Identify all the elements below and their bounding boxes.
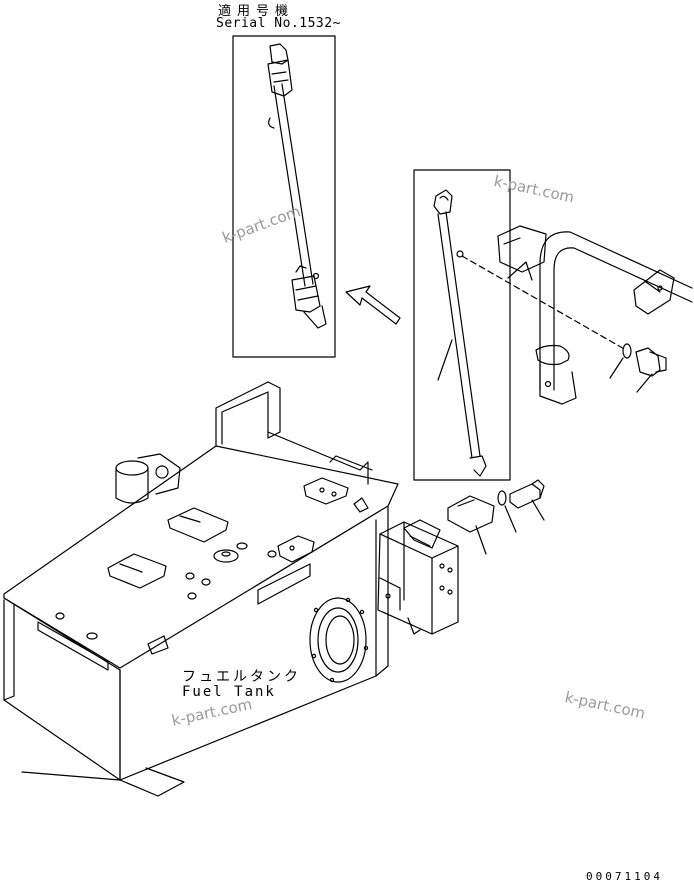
pointer-arrow [345,285,401,325]
alignment-line [461,255,627,351]
figure-number: 00071104 [586,870,663,883]
serial-number-label: Serial No.1532~ [216,16,341,31]
fuel-tank [3,381,399,797]
handrail [497,225,693,405]
bolt-upper [635,347,667,393]
applicable-serial-label-ja: 適用号機 [218,4,295,19]
washer-upper [609,343,632,379]
tank-front [3,599,121,781]
fuel-tank-label: Fuel Tank [182,684,276,700]
inset-frame [232,35,336,358]
inset-panel [232,35,336,358]
lower-bracket [447,479,545,555]
support-rod [433,189,487,477]
tank-side [119,519,377,781]
rod-panel [413,169,511,481]
side-mount-bracket [377,519,459,635]
rod-panel-frame [413,169,511,481]
inset-rod [267,43,327,329]
inspection-port [309,597,367,683]
fuel-tank-label-ja: フュエルタンク [182,669,301,685]
